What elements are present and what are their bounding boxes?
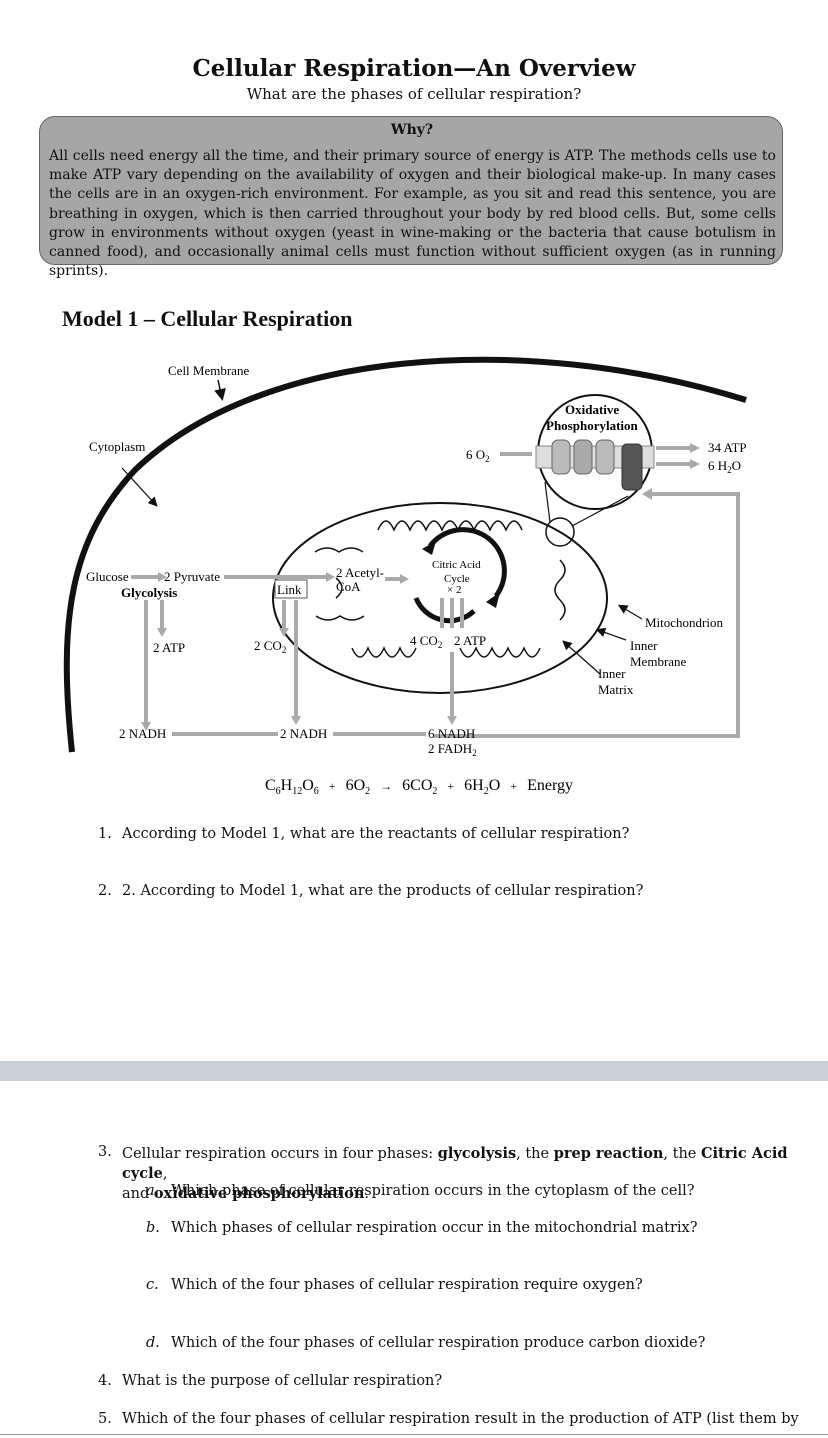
atp-output-arrowhead [690, 443, 700, 453]
pyruvate-label: 2 Pyruvate [164, 569, 220, 584]
protein-1 [551, 439, 571, 475]
acetyl-arrowhead [400, 574, 409, 584]
why-text: All cells need energy all the time, and … [49, 148, 776, 280]
feedback-arrowhead [642, 488, 652, 500]
nadh-label-3: 6 NADH [428, 726, 475, 741]
krebs-atp-label: 2 ATP [454, 633, 486, 648]
inner-matrix-label-2: Matrix [598, 682, 634, 697]
cycle-arrowhead-1 [422, 541, 436, 555]
h2o-output-arrowhead [690, 459, 700, 469]
atp-output-label: 34 ATP [708, 440, 747, 455]
why-box: Why? All cells need energy all the time,… [39, 116, 783, 279]
link-co2-label: 2 CO2 [254, 638, 286, 655]
question-1-number: 1. [98, 826, 112, 842]
model-title: Model 1 – Cellular Respiration [62, 306, 353, 331]
link-nadh-arrowhead [291, 716, 301, 725]
protein-2 [573, 439, 593, 475]
mitochondrion-outer [272, 502, 608, 694]
link-label: Link [277, 582, 302, 597]
inner-membrane-label-2: Membrane [630, 654, 687, 669]
zoom-source-circle [545, 517, 575, 547]
acetyl-label-2: CoA [336, 579, 361, 594]
citric-label-1: Citric Acid [432, 559, 481, 571]
page-break-band [0, 1061, 828, 1081]
oxidative-label-1: Oxidative [565, 402, 619, 417]
inner-membrane-squiggle [314, 520, 566, 658]
page-subtitle: What are the phases of cellular respirat… [246, 85, 582, 103]
link-co2-arrowhead [279, 628, 289, 637]
zoom-line-left [544, 481, 551, 523]
question-5: Which of the four phases of cellular res… [122, 1411, 799, 1427]
o2-input-label: 6 O2 [466, 447, 490, 464]
nadh-label-1: 2 NADH [119, 726, 166, 741]
cytoplasm-pointer [121, 467, 158, 507]
mitochondrion-pointer [617, 604, 643, 620]
question-2-number: 2. [98, 883, 112, 899]
question-5-number: 5. [98, 1411, 112, 1427]
citric-cycle-arc-1 [428, 527, 507, 598]
citric-label-2: Cycle [444, 573, 470, 585]
question-3b: b.Which phases of cellular respiration o… [146, 1220, 698, 1236]
link-box [274, 579, 308, 599]
pyruvate-arrowhead [326, 572, 335, 582]
question-3-number: 3. [98, 1144, 112, 1160]
zoom-line-right [571, 495, 629, 527]
cycle-arrowhead-2 [486, 592, 500, 608]
inner-matrix-label-1: Inner [598, 666, 626, 681]
cytoplasm-label: Cytoplasm [89, 439, 145, 454]
nadh-feedback-path [434, 492, 740, 738]
question-3: Cellular respiration occurs in four phas… [122, 1145, 788, 1202]
question-4: What is the purpose of cellular respirat… [122, 1373, 443, 1389]
atp-synthase [621, 443, 643, 491]
question-1: According to Model 1, what are the react… [122, 826, 630, 842]
why-heading: Why? [390, 122, 434, 138]
cell-membrane-pointer [214, 379, 226, 401]
page-title: Cellular Respiration—An Overview [192, 55, 636, 82]
krebs-nadh-down-arrowhead [447, 716, 457, 725]
citric-label-3: × 2 [447, 584, 461, 596]
mitochondrion-label: Mitochondrion [645, 615, 723, 630]
glyco-atp-label: 2 ATP [153, 640, 185, 655]
h2o-output-label: 6 H2O [708, 458, 741, 475]
glyco-atp-arrowhead [157, 628, 167, 637]
glucose-label: Glucose [86, 569, 129, 584]
krebs-co2-label: 4 CO2 [410, 633, 442, 650]
question-3c: c.Which of the four phases of cellular r… [146, 1277, 643, 1293]
nadh-label-2: 2 NADH [280, 726, 327, 741]
cell-membrane-curve [63, 356, 747, 753]
cellular-respiration-diagram: Cell Membrane Cytoplasm Oxidative Phosph… [63, 356, 747, 798]
inner-membrane-label-1: Inner [630, 638, 658, 653]
glyco-nadh-arrowhead [141, 722, 151, 731]
respiration-equation: C6H12O6 + 6O2 → 6CO2 + 6H2O + Energy [265, 777, 573, 798]
protein-3 [595, 439, 615, 475]
glucose-arrowhead [158, 572, 167, 582]
inner-membrane-pointer [595, 627, 627, 641]
question-3d: d.Which of the four phases of cellular r… [146, 1335, 706, 1351]
bottom-rule [0, 1434, 828, 1435]
question-2: 2. According to Model 1, what are the pr… [122, 883, 644, 899]
cell-membrane-label: Cell Membrane [168, 363, 249, 378]
citric-cycle-arc-2 [413, 596, 476, 624]
oxidative-label-2: Phosphorylation [546, 418, 639, 433]
inner-matrix-pointer [562, 640, 601, 675]
question-3a: a.Which phase of cellular respiration oc… [146, 1183, 695, 1199]
acetyl-label-1: 2 Acetyl- [336, 565, 384, 580]
fadh-label: 2 FADH2 [428, 741, 477, 758]
question-4-number: 4. [98, 1373, 112, 1389]
glycolysis-label: Glycolysis [121, 585, 177, 600]
